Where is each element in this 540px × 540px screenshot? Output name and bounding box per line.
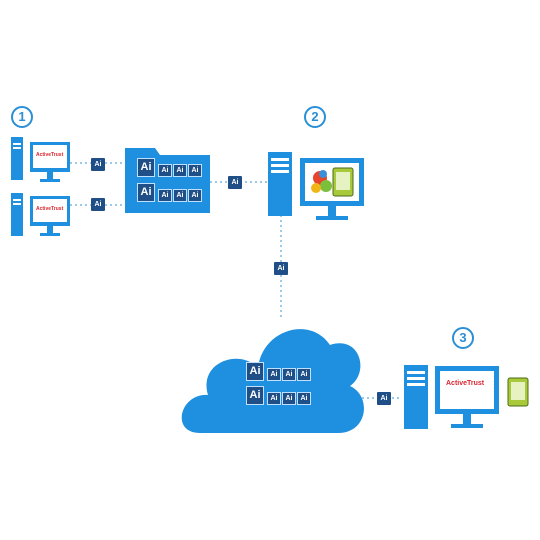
workstation-pc3 bbox=[404, 365, 529, 429]
ai-file-icon-cloud-small: Ai bbox=[267, 368, 281, 381]
workstation-pc2 bbox=[11, 193, 70, 236]
ai-file-icon-folder-small: Ai bbox=[188, 189, 202, 202]
ai-file-icon-link-2: Ai bbox=[91, 198, 105, 211]
cloud-storage bbox=[181, 329, 364, 433]
ai-file-icon-link-1: Ai bbox=[91, 158, 105, 171]
brand-logo-pc2: ActiveTrust bbox=[36, 206, 64, 212]
ai-file-icon-folder-large-1: Ai bbox=[137, 158, 155, 177]
central-server bbox=[268, 152, 364, 220]
ai-file-icon-cloud-small: Ai bbox=[297, 392, 311, 405]
ai-file-icon-cloud-large-1: Ai bbox=[246, 362, 264, 381]
app-logo-icon bbox=[311, 170, 332, 193]
ai-file-icon-cloud-small: Ai bbox=[297, 368, 311, 381]
step-label-2: 2 bbox=[304, 106, 326, 128]
ai-file-icon-cloud-small: Ai bbox=[282, 368, 296, 381]
ai-file-icon-folder-small: Ai bbox=[158, 164, 172, 177]
brand-logo-pc3: ActiveTrust bbox=[446, 380, 485, 387]
ai-file-icon-folder-large-2: Ai bbox=[137, 183, 155, 202]
ai-file-icon-cloud-large-2: Ai bbox=[246, 386, 264, 405]
ai-file-icon-link-4: Ai bbox=[274, 262, 288, 275]
ai-file-icon-folder-small: Ai bbox=[173, 164, 187, 177]
ai-file-icon-folder-small: Ai bbox=[173, 189, 187, 202]
workstation-pc1 bbox=[11, 137, 70, 182]
step-label-1: 1 bbox=[11, 106, 33, 128]
step-label-3: 3 bbox=[452, 327, 474, 349]
brand-logo-pc1: ActiveTrust bbox=[36, 152, 64, 158]
ai-file-icon-link-5: Ai bbox=[377, 392, 391, 405]
cloud-storage-icon bbox=[181, 329, 364, 433]
server-tower-icon bbox=[268, 152, 292, 216]
ai-file-icon-folder-small: Ai bbox=[188, 164, 202, 177]
ai-file-icon-link-3: Ai bbox=[228, 176, 242, 189]
ai-file-icon-cloud-small: Ai bbox=[282, 392, 296, 405]
ai-file-icon-folder-small: Ai bbox=[158, 189, 172, 202]
ai-file-icon-cloud-small: Ai bbox=[267, 392, 281, 405]
server-tower-icon bbox=[404, 365, 428, 429]
